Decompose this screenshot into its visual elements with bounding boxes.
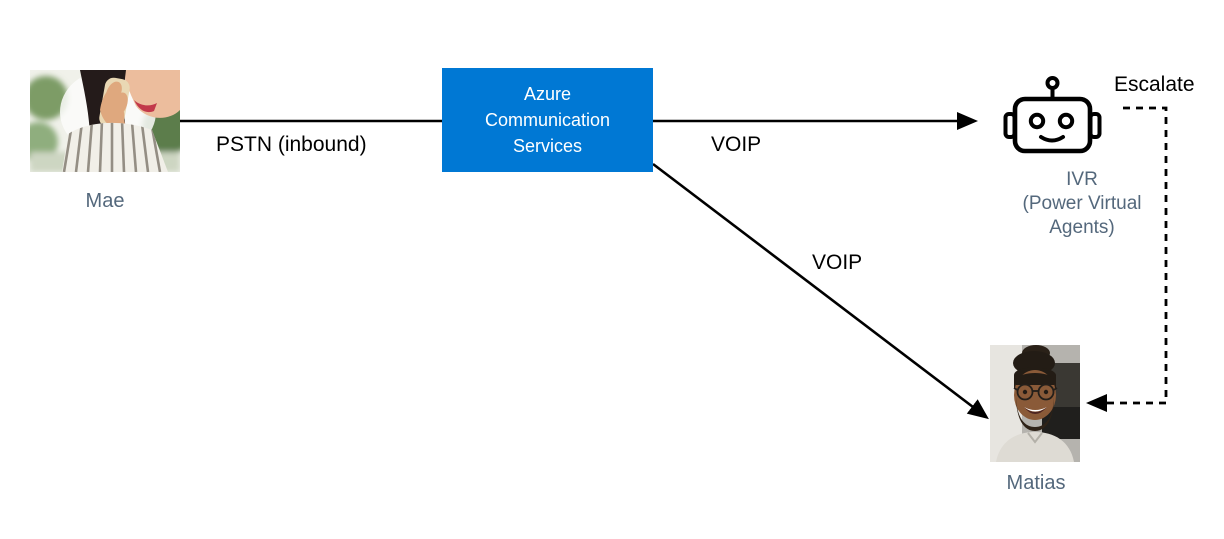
voip-to-matias-label: VOIP (812, 251, 863, 274)
matias-photo (990, 345, 1080, 462)
robot-icon (1003, 76, 1102, 154)
matias-label: Matias (1006, 472, 1066, 494)
ivr-label: IVR (Power Virtual Agents) (1023, 168, 1142, 240)
pstn-label: PSTN (inbound) (216, 133, 367, 156)
acs-node: Azure Communication Services (442, 68, 653, 172)
acs-label-line3: Services (512, 136, 583, 156)
acs-label-line2: Communication (484, 110, 611, 130)
voip-to-ivr-label: VOIP (711, 133, 762, 156)
voip-arrow-to-matias (652, 162, 989, 420)
escalate-label: Escalate (1114, 73, 1195, 96)
acs-label-line1: Azure (523, 84, 572, 104)
ivr-label-line2: (Power Virtual (1022, 193, 1142, 214)
ivr-label-line1: IVR (1066, 169, 1098, 190)
escalate-dashed-arrow (1086, 106, 1168, 412)
mae-label: Mae (85, 190, 125, 212)
ivr-label-line3: Agents) (1049, 217, 1115, 238)
mae-photo (30, 70, 180, 172)
